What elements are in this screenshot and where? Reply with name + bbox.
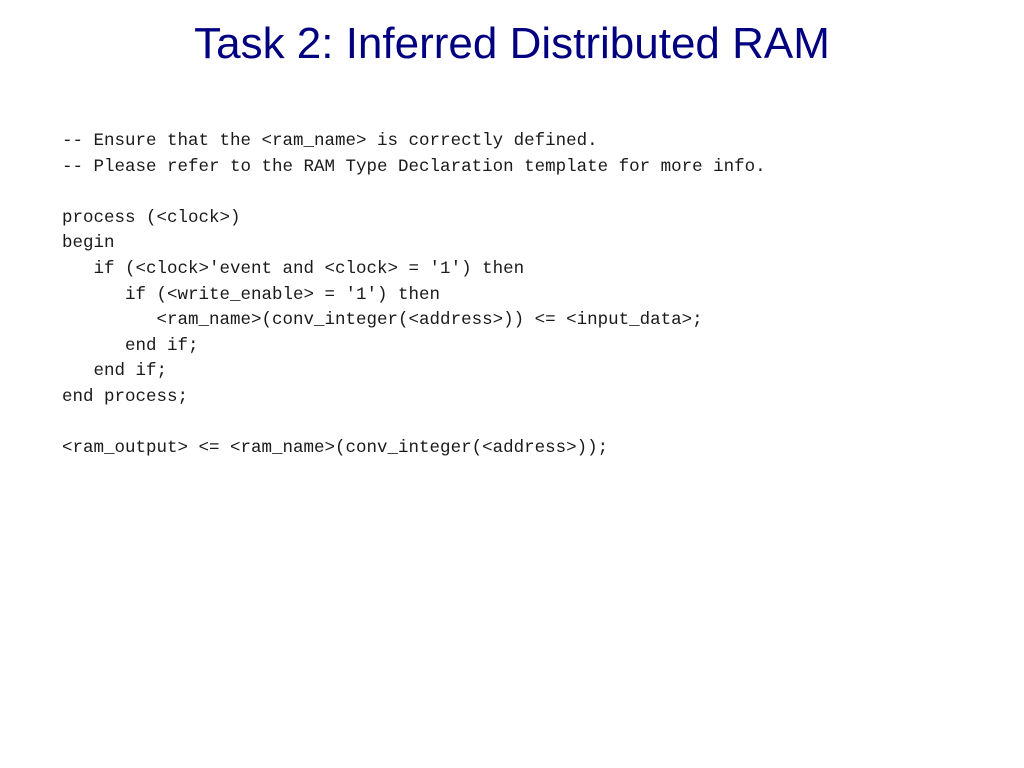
code-line: <ram_output> <= <ram_name>(conv_integer(… [62,438,609,459]
code-blank-line [62,411,766,437]
slide-title: Task 2: Inferred Distributed RAM [194,19,830,68]
code-line: process (<clock>) [62,207,241,228]
code-line: end process; [62,386,189,407]
code-comment-line: -- Please refer to the RAM Type Declarat… [62,156,766,177]
code-blank-line [62,180,766,206]
code-line: <ram_name>(conv_integer(<address>)) <= <… [62,310,703,331]
code-line: end if; [62,335,199,356]
code-line: end if; [62,361,168,382]
code-line: if (<clock>'event and <clock> = '1') the… [62,258,525,279]
code-line: begin [62,233,115,254]
code-comment-line: -- Ensure that the <ram_name> is correct… [62,131,598,151]
vhdl-code-block: -- Ensure that the <ram_name> is correct… [62,129,766,462]
code-line: if (<write_enable> = '1') then [62,284,441,305]
